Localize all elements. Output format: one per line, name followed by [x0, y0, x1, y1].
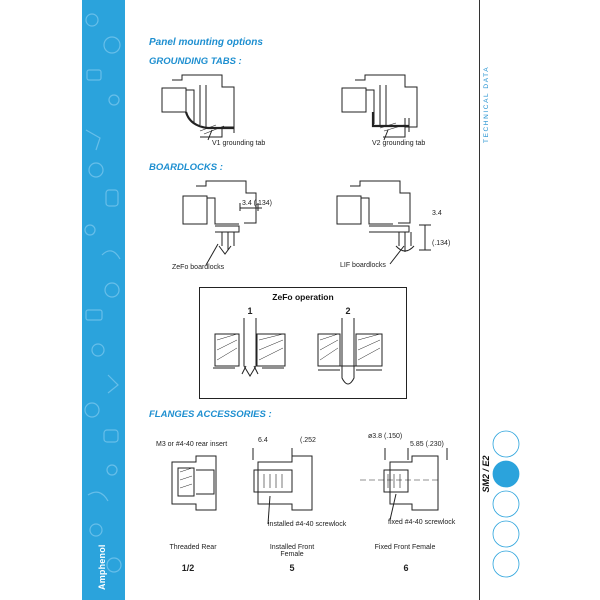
number-fixed-front: 6	[403, 563, 409, 573]
page-title: Panel mounting options	[149, 37, 263, 48]
zefo-operation-title: ZeFo operation	[272, 292, 334, 302]
fixed-screwlock-label: fixed #4-40 screwlock	[388, 519, 456, 526]
flange-dimension-c: 5.85 (.230)	[410, 441, 444, 448]
rear-insert-label: M3 or #4-40 rear insert	[156, 441, 228, 448]
lif-dimension-top: 3.4	[432, 210, 442, 217]
decorative-sidebar	[82, 0, 125, 600]
zefo-step2-drawing	[317, 318, 383, 385]
installed-screwlock-label: installed #4-40 screwlock	[268, 521, 347, 528]
caption-threaded-rear: Threaded Rear	[169, 544, 217, 551]
v2-grounding-tab-label: V2 grounding tab	[372, 140, 426, 147]
v1-grounding-tab-drawing	[161, 74, 235, 141]
zefo-step1-number: 1	[247, 306, 253, 316]
zefo-operation-box	[199, 287, 407, 399]
flange-dimension-a: 6.4	[258, 437, 268, 444]
number-installed-front: 5	[289, 563, 295, 573]
grounding-tabs-heading: GROUNDING TABS :	[149, 56, 242, 67]
v2-grounding-tab-drawing	[341, 74, 418, 141]
zefo-dimension: 3.4 (.134)	[242, 200, 272, 207]
lif-boardlocks-label: LIF boardlocks	[340, 262, 386, 269]
right-divider	[479, 0, 480, 600]
zefo-step1-drawing	[213, 318, 286, 377]
lif-boardlock-drawing	[336, 180, 431, 265]
flange-dimension-b: (.252	[300, 437, 316, 444]
flanges-heading: FLANGES ACCESSORIES :	[149, 409, 272, 420]
caption-fixed-front: Fixed Front Female	[374, 544, 436, 551]
boardlocks-heading: BOARDLOCKS :	[149, 162, 223, 173]
flange-diameter: ø3.8 (.150)	[368, 433, 403, 440]
zefo-step2-number: 2	[345, 306, 351, 316]
caption-installed-front: Installed Front Female	[269, 544, 315, 558]
installed-front-drawing	[252, 448, 313, 525]
threaded-rear-drawing	[171, 455, 217, 511]
lif-dimension-side: (.134)	[432, 240, 451, 247]
sidebar-pattern	[84, 13, 122, 573]
number-threaded-rear: 1/2	[181, 563, 195, 573]
zefo-boardlock-drawing	[182, 180, 262, 266]
zefo-boardlocks-label: ZeFo boardlocks	[172, 264, 225, 271]
v1-grounding-tab-label: V1 grounding tab	[212, 140, 266, 147]
fixed-front-drawing	[360, 448, 448, 521]
series-indicator-circles	[492, 430, 520, 578]
